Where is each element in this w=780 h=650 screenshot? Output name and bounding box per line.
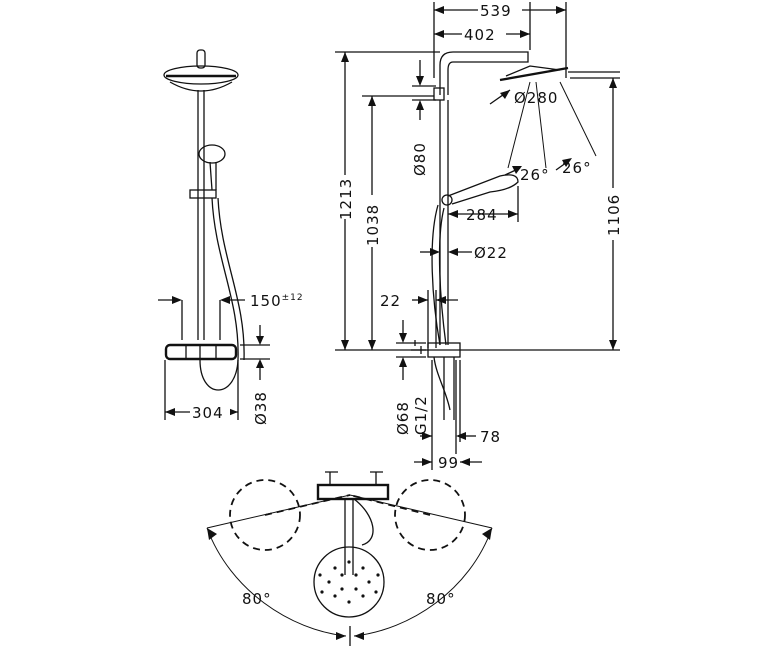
dim-depth-99: 99 [438,454,459,472]
dim-head-rotation-left: 26° [520,166,550,184]
dim-riser-diameter: Ø22 [474,244,508,262]
dim-wall-offset: 22 [380,292,401,310]
dim-head-rotation-right: 26° [562,159,592,177]
dim-body-diameter: Ø38 [252,391,270,425]
shower-arm [439,51,529,95]
overhead-shower-head [163,65,239,85]
hose [199,197,239,391]
dim-riser-height: 1038 [364,204,382,246]
riser-pipe [197,90,205,340]
thermostat-mixer [164,343,238,361]
dim-head-height: 1106 [605,194,623,236]
front-view [158,49,270,420]
top-head [313,546,385,618]
dim-arm-overall: 539 [480,2,512,20]
dim-holder-diameter: Ø80 [411,142,429,176]
top-view [206,471,493,646]
dim-arm-projection: 402 [464,26,496,44]
dim-outlet-diameter: Ø68 [394,401,412,435]
top-mixer [316,483,390,501]
dim-connection-thread: G1/2 [412,395,430,435]
dim-hand-shower-length: 284 [466,206,498,224]
dim-swivel-right: 80° [426,590,456,608]
dim-spacing: 150±12 [250,292,304,310]
side-hand-shower [447,174,519,205]
dim-head-diameter: Ø280 [514,89,558,107]
dim-swivel-left: 80° [242,590,272,608]
dim-depth-78: 78 [480,428,501,446]
hand-shower [198,144,226,164]
swivel-position-right [394,479,466,551]
side-riser [439,100,449,345]
swivel-position-left [229,479,301,551]
dim-front-width: 304 [192,404,224,422]
dim-total-height: 1213 [337,178,355,220]
